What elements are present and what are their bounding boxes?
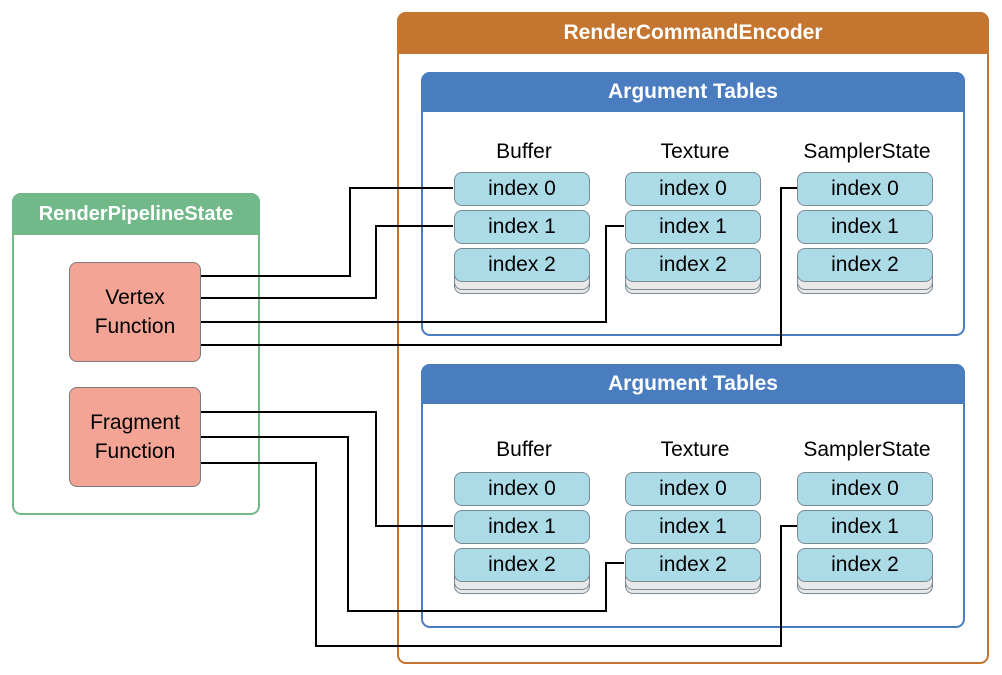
- argument-tables-fragment: Argument Tables Buffer Texture SamplerSt…: [421, 364, 965, 628]
- buffer-column-label: Buffer: [496, 438, 552, 461]
- fragment-function-label-line1: Fragment: [90, 411, 180, 434]
- sampler-index-0: index 0: [797, 472, 933, 506]
- texture-index-2: index 2: [625, 248, 761, 282]
- sampler-index-1: index 1: [797, 510, 933, 544]
- fragment-function-label-line2: Function: [94, 440, 176, 463]
- texture-column-label: Texture: [660, 438, 730, 461]
- argument-tables-title: Argument Tables: [421, 72, 965, 112]
- texture-index-1: index 1: [625, 210, 761, 244]
- buffer-index-1: index 1: [454, 210, 590, 244]
- sampler-index-2: index 2: [797, 248, 933, 282]
- texture-column-label: Texture: [660, 140, 730, 163]
- vertex-function-label-line1: Vertex: [105, 286, 165, 309]
- sampler-column-label: SamplerState: [803, 140, 931, 163]
- argument-tables-vertex: Argument Tables Buffer Texture SamplerSt…: [421, 72, 965, 336]
- sampler-index-0: index 0: [797, 172, 933, 206]
- sampler-index-2: index 2: [797, 548, 933, 582]
- sampler-column-label: SamplerState: [803, 438, 931, 461]
- buffer-index-1: index 1: [454, 510, 590, 544]
- vertex-function-box: Vertex Function: [69, 262, 201, 362]
- argument-tables-title: Argument Tables: [421, 364, 965, 404]
- buffer-column-label: Buffer: [496, 140, 552, 163]
- texture-index-0: index 0: [625, 172, 761, 206]
- sampler-index-1: index 1: [797, 210, 933, 244]
- texture-index-1: index 1: [625, 510, 761, 544]
- texture-index-2: index 2: [625, 548, 761, 582]
- texture-index-0: index 0: [625, 472, 761, 506]
- pipeline-title: RenderPipelineState: [12, 193, 260, 235]
- encoder-title: RenderCommandEncoder: [397, 12, 989, 54]
- buffer-index-2: index 2: [454, 248, 590, 282]
- buffer-index-0: index 0: [454, 172, 590, 206]
- buffer-index-0: index 0: [454, 472, 590, 506]
- buffer-index-2: index 2: [454, 548, 590, 582]
- vertex-function-label-line2: Function: [94, 315, 176, 338]
- fragment-function-box: Fragment Function: [69, 387, 201, 487]
